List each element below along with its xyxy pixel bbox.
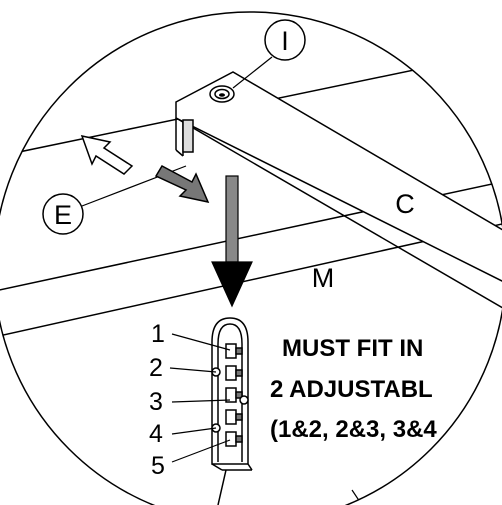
slot-number-2: 2 xyxy=(149,354,163,382)
bracket-slot-1 xyxy=(225,343,243,359)
bracket xyxy=(211,317,253,505)
slot-leaders xyxy=(169,333,231,463)
adjust-arrow-icon xyxy=(80,134,210,204)
instruction-note: MUST FIT IN 2 ADJUSTABL (1&2, 2&3, 3&4 xyxy=(270,335,437,443)
bracket-slot-3 xyxy=(225,387,243,403)
slot-number-3: 3 xyxy=(149,388,163,416)
note-line-2: 2 ADJUSTABL xyxy=(270,376,433,403)
note-line-1: MUST FIT IN xyxy=(282,335,423,362)
callout-e: E xyxy=(42,165,187,235)
bracket-slot-5 xyxy=(225,431,243,447)
down-arrow-icon xyxy=(211,175,253,308)
main-part-label: M xyxy=(312,263,335,293)
callout-i-label: I xyxy=(281,26,289,56)
detail-circle xyxy=(0,11,502,505)
callout-i: I xyxy=(232,19,306,89)
slot-number-4: 4 xyxy=(149,420,163,448)
bracket-slot-4 xyxy=(225,409,243,425)
slot-number-5: 5 xyxy=(151,452,165,480)
bracket-slot-2 xyxy=(225,365,243,381)
slot-number-1: 1 xyxy=(151,320,165,348)
note-line-3: (1&2, 2&3, 3&4 xyxy=(270,416,437,443)
cross-member-label: C xyxy=(395,189,415,219)
callout-e-label: E xyxy=(54,200,72,230)
cross-member xyxy=(175,71,502,319)
bolt-icon xyxy=(209,85,235,103)
lower-edge-line xyxy=(351,489,373,505)
